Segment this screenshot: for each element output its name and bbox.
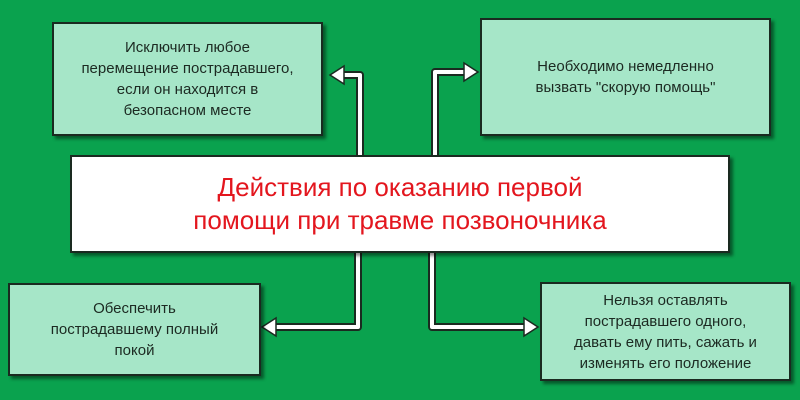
box-text: Обеспечить пострадавшему полный покой [50, 300, 219, 359]
box-text: Исключить любое перемещение пострадавшег… [81, 39, 294, 119]
box-bottom-right: Нельзя оставлять пострадавшего одного, д… [540, 282, 791, 381]
arrowhead-bottom-right [523, 316, 540, 338]
arrowhead-top-left [328, 64, 345, 86]
arrow-top-left [340, 71, 364, 156]
box-bottom-left: Обеспечить пострадавшему полный покой [8, 283, 261, 376]
arrow-bottom-left [275, 252, 362, 331]
box-text: Необходимо немедленно вызвать "скорую по… [535, 58, 716, 96]
box-top-right: Необходимо немедленно вызвать "скорую по… [480, 18, 771, 136]
diagram-title-box: Действия по оказанию первой помощи при т… [70, 155, 730, 253]
arrow-bottom-right [428, 252, 525, 331]
box-top-left: Исключить любое перемещение пострадавшег… [52, 22, 323, 136]
arrowhead-top-right [463, 61, 480, 83]
box-text: Нельзя оставлять пострадавшего одного, д… [574, 291, 757, 372]
arrow-top-right [431, 68, 465, 156]
arrowhead-bottom-left [260, 316, 277, 338]
diagram-title: Действия по оказанию первой помощи при т… [193, 172, 607, 235]
